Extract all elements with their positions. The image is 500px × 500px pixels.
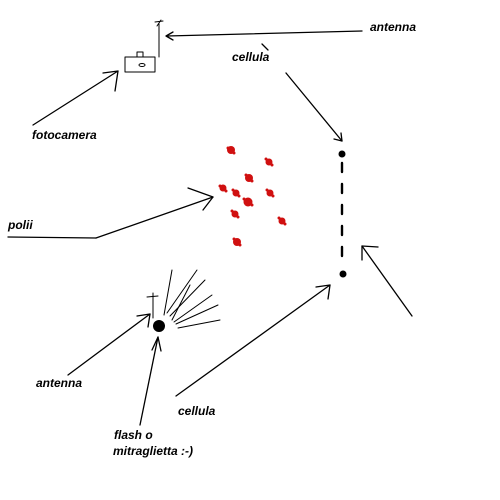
arrow-fotocamera bbox=[32, 70, 119, 126]
label-cellula-top: cellula bbox=[232, 50, 270, 64]
cell-bottom-dot bbox=[339, 270, 347, 278]
polyp-dot bbox=[226, 146, 236, 155]
arrow-flash bbox=[139, 336, 162, 426]
polyps-cluster bbox=[218, 146, 287, 247]
polyp-dot bbox=[244, 173, 254, 183]
arrow-antenna-top bbox=[165, 30, 363, 41]
label-fotocamera: fotocamera bbox=[32, 128, 97, 142]
camera-antenna-icon bbox=[154, 19, 164, 58]
polyp-dot bbox=[230, 209, 240, 219]
flash-antenna-icon bbox=[146, 292, 159, 319]
polyp-dot bbox=[242, 197, 254, 207]
label-cellula-bottom: cellula bbox=[178, 404, 216, 418]
arrow-right-cell bbox=[361, 245, 413, 317]
polyp-dot bbox=[277, 216, 287, 226]
arrow-cellula-top bbox=[261, 43, 343, 142]
polyp-dot bbox=[232, 237, 242, 247]
polyp-dot bbox=[218, 184, 228, 193]
polyp-dot bbox=[265, 188, 275, 198]
label-antenna-bottom: antenna bbox=[36, 376, 82, 390]
polyp-dot bbox=[264, 157, 274, 167]
arrow-polii bbox=[7, 187, 214, 239]
camera-icon bbox=[124, 51, 156, 73]
cell-top-dot bbox=[338, 150, 346, 158]
label-flash-line1: flash o bbox=[114, 428, 153, 442]
arrow-cellula-bottom bbox=[175, 284, 331, 397]
flash-body bbox=[153, 320, 165, 332]
label-polii: polii bbox=[7, 218, 33, 232]
arrow-antenna-bottom bbox=[67, 313, 151, 376]
label-antenna-top: antenna bbox=[370, 20, 416, 34]
label-flash-line2: mitraglietta :-) bbox=[113, 444, 193, 458]
flash-burst-icon bbox=[163, 269, 221, 329]
polyp-dot bbox=[231, 188, 241, 198]
